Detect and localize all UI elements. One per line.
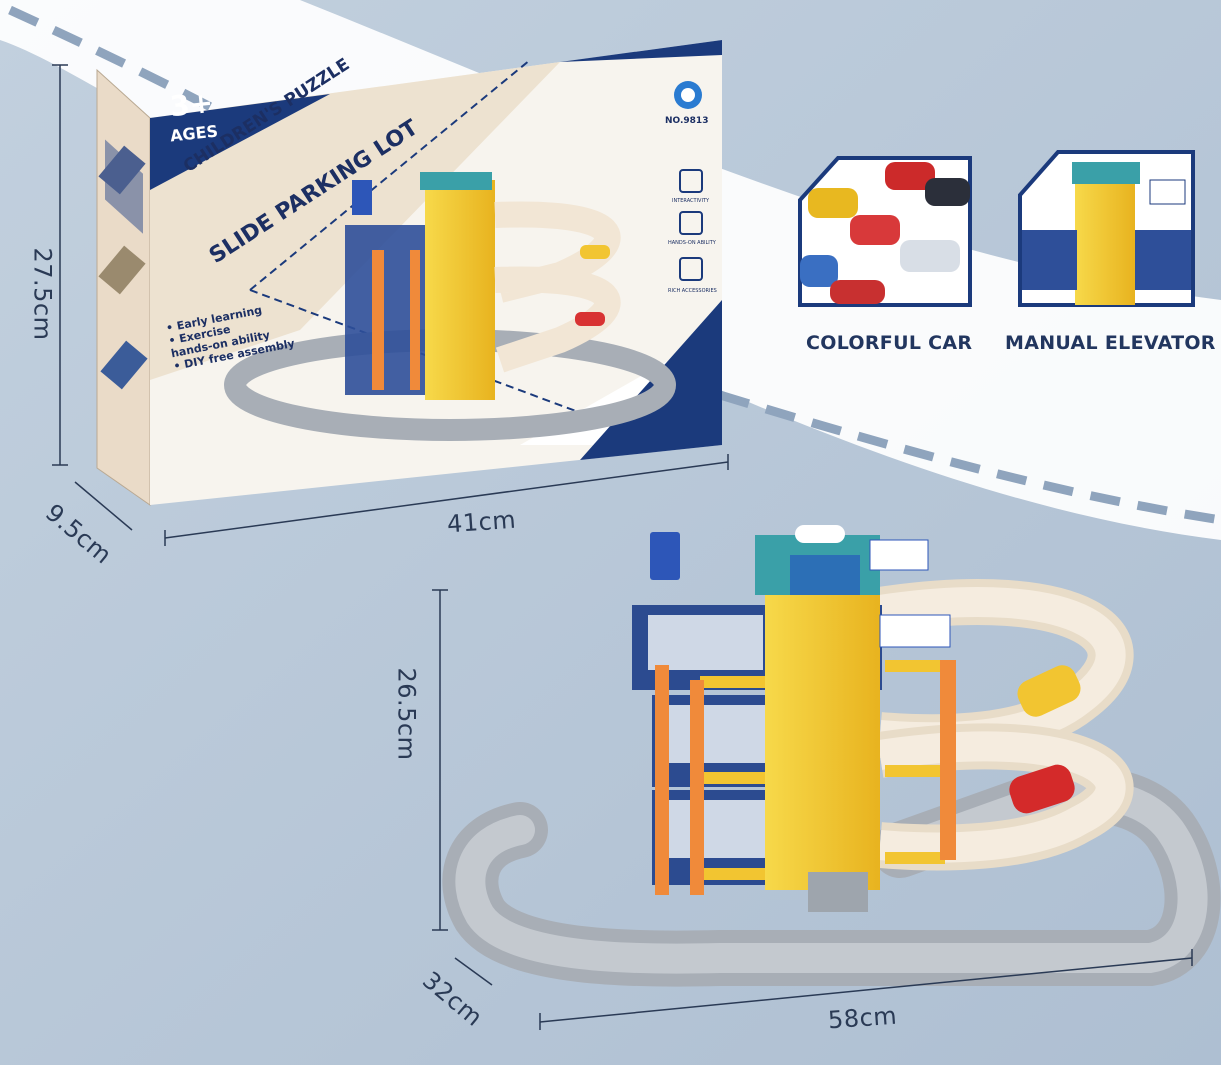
thumbnail-colorful-car xyxy=(798,156,972,307)
assembled-toy xyxy=(442,525,1221,987)
dim-set-height: 26.5cm xyxy=(392,667,421,761)
box-icon-label: RICH ACCESSORIES xyxy=(668,288,717,294)
box-icon-label: HANDS-ON ABILITY xyxy=(668,240,716,246)
dim-box-width: 41cm xyxy=(446,505,518,539)
dashed-arc xyxy=(8,5,293,154)
dim-set-width: 58cm xyxy=(827,1001,899,1035)
dashed-arc xyxy=(718,390,1221,525)
product-box xyxy=(96,40,722,506)
thumbnail-manual-elevator xyxy=(1018,150,1195,307)
box-age: 3+ xyxy=(168,85,215,124)
box-model-no: NO.9813 xyxy=(665,116,709,126)
caption-colorful-car: COLORFUL CAR xyxy=(806,332,973,354)
caption-manual-elevator: MANUAL ELEVATOR xyxy=(1005,332,1216,354)
box-icon-label: INTERACTIVITY xyxy=(672,198,710,204)
dim-box-height: 27.5cm xyxy=(28,247,57,341)
